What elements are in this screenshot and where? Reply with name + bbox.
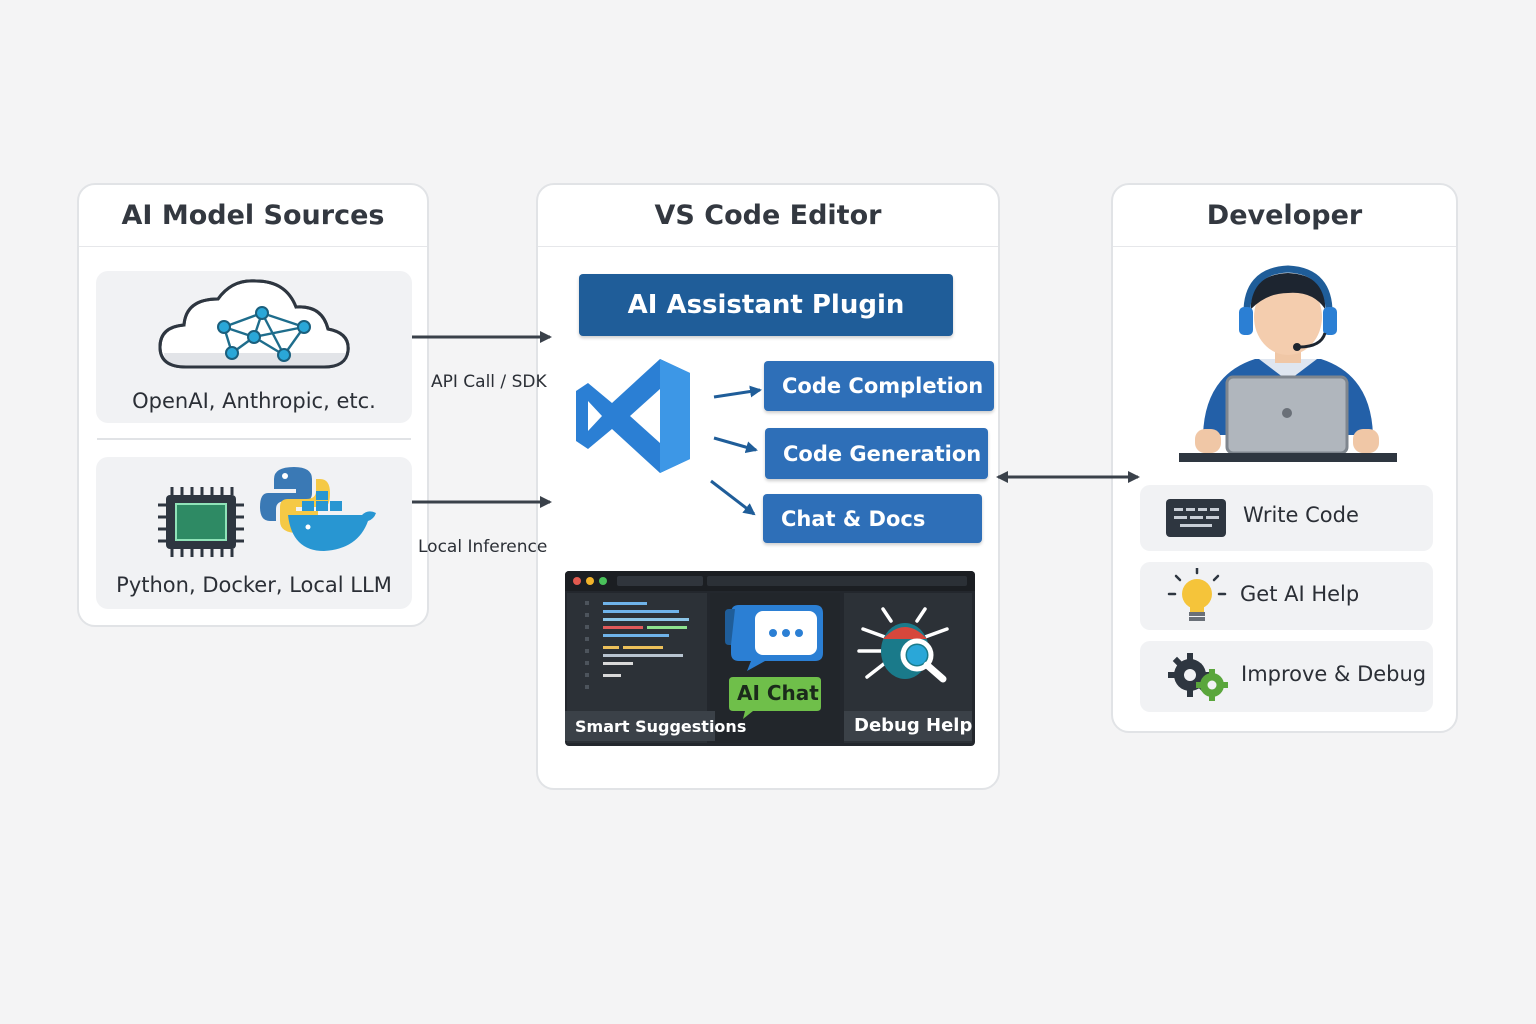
feature-code-generation: Code Generation <box>765 428 988 479</box>
ai-model-sources-panel: AI Model Sources OpenAI, Anthropic, etc. <box>77 183 429 627</box>
debug-help-label: Debug Help <box>854 715 973 736</box>
improve-debug-label: Improve & Debug <box>1241 662 1427 686</box>
gears-icon <box>1168 653 1228 701</box>
local-runtime-label: Python, Docker, Local LLM <box>116 573 392 597</box>
local-runtime-card: Python, Docker, Local LLM <box>96 457 412 609</box>
docker-icon <box>288 491 376 551</box>
developer-panel: Developer Write Code <box>1111 183 1458 733</box>
get-ai-help-label: Get AI Help <box>1240 582 1360 606</box>
ai-chat-badge-bg <box>729 677 821 719</box>
ai-chat-label: AI Chat <box>737 681 819 705</box>
editor-preview-strip: AI Chat Smart Suggestions Debug Help <box>565 571 975 746</box>
smart-suggestions-label: Smart Suggestions <box>575 717 747 736</box>
cloud-network-icon <box>158 279 350 369</box>
panel-title-developer: Developer <box>1113 185 1456 247</box>
feature-code-completion: Code Completion <box>764 361 994 411</box>
cloud-providers-label: OpenAI, Anthropic, etc. <box>132 389 376 413</box>
code-lines-icon <box>565 571 975 743</box>
feature-chat-docs: Chat & Docs <box>763 494 982 543</box>
action-get-ai-help: Get AI Help <box>1140 562 1433 630</box>
keyboard-icon <box>1166 499 1226 537</box>
lightbulb-icon <box>1167 568 1227 621</box>
developer-avatar-icon <box>1179 265 1397 462</box>
ai-assistant-plugin-bar: AI Assistant Plugin <box>579 274 953 336</box>
cloud-providers-card: OpenAI, Anthropic, etc. <box>96 271 412 423</box>
chip-icon <box>158 487 244 557</box>
chat-bubble-icon <box>725 605 823 671</box>
action-write-code: Write Code <box>1140 485 1433 551</box>
bug-search-icon <box>857 607 949 683</box>
api-call-label: API Call / SDK <box>431 372 547 392</box>
vscode-logo-icon <box>576 359 690 473</box>
action-improve-debug: Improve & Debug <box>1140 641 1433 712</box>
panel-title-sources: AI Model Sources <box>79 185 427 247</box>
sources-divider <box>97 438 411 440</box>
vs-code-editor-panel: VS Code Editor AI Assistant Plugin Code … <box>536 183 1000 790</box>
panel-title-editor: VS Code Editor <box>538 185 998 247</box>
local-inference-label: Local Inference <box>418 537 548 557</box>
write-code-label: Write Code <box>1243 503 1359 527</box>
